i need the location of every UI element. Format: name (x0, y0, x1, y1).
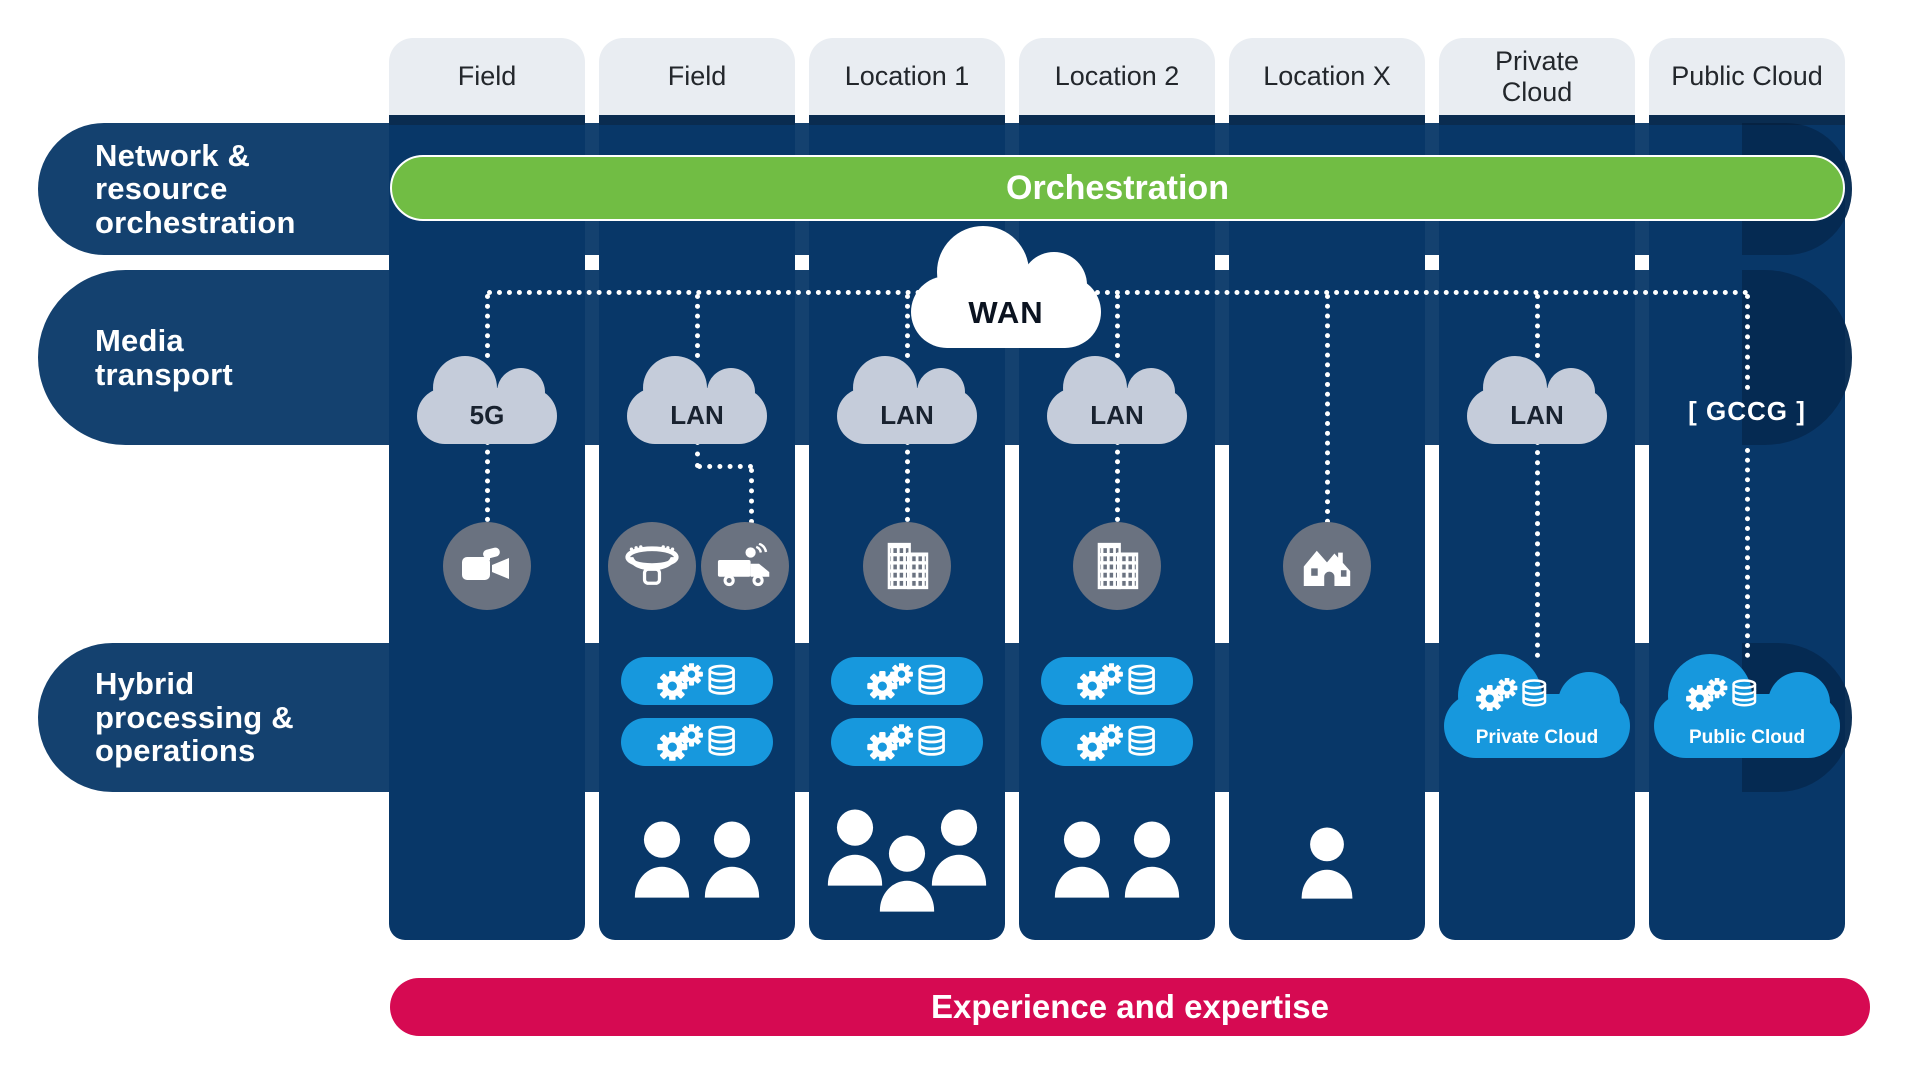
orchestration-label: Orchestration (1006, 168, 1229, 207)
video-camera-icon (443, 522, 531, 610)
transport-cloud-lan-private: LAN (1467, 356, 1607, 444)
gears-database-icon (1684, 678, 1760, 711)
private-cloud: Private Cloud (1444, 654, 1630, 758)
connector-lan-elbow-across (697, 464, 753, 469)
wan-cloud: WAN (911, 226, 1101, 348)
transport-label: 5G (469, 400, 505, 430)
experience-banner: Experience and expertise (390, 978, 1870, 1036)
satellite-truck-icon (701, 522, 789, 610)
row-label-line: resource (95, 171, 228, 207)
connector-public-upper (1745, 294, 1750, 390)
gears-database-icon (1474, 678, 1550, 711)
public-cloud: Public Cloud (1654, 654, 1840, 758)
row-label-line: Network & (95, 137, 251, 173)
transport-cloud-5g: 5G (417, 356, 557, 444)
cloud-shape (911, 276, 1101, 348)
transport-label: LAN (670, 400, 724, 430)
column-header-location-1: Location 1 (809, 38, 1005, 115)
row-label-line: Media (95, 323, 184, 359)
buildings-icon (1073, 522, 1161, 610)
connector-5g-to-camera (485, 440, 490, 522)
column-header-field-2: Field (599, 38, 795, 115)
buildings-icon (863, 522, 951, 610)
people-icon (1051, 820, 1183, 898)
stadium-icon (608, 522, 696, 610)
row-label-line: orchestration (95, 204, 296, 240)
row-label-line: operations (95, 733, 256, 769)
connector-lan-to-building-2 (1115, 440, 1120, 522)
gccg-label: [ GCCG ] (1688, 396, 1806, 426)
connector-location2-to-lan (1115, 294, 1120, 358)
row-label-line: transport (95, 356, 233, 392)
gears-database-icon (831, 718, 983, 766)
connector-location1-to-lan (905, 294, 910, 358)
column-header-location-2: Location 2 (1019, 38, 1215, 115)
gears-database-icon (621, 657, 773, 705)
transport-label: LAN (880, 400, 934, 430)
transport-cloud-lan-location2: LAN (1047, 356, 1187, 444)
experience-banner-label: Experience and expertise (930, 988, 1330, 1025)
house-icon (1283, 522, 1371, 610)
people-icon (1298, 826, 1356, 904)
connector-lan-to-private-cloud (1535, 440, 1540, 658)
row-label-network-orchestration: Network & resource orchestration (95, 137, 296, 240)
transport-cloud-lan-location1: LAN (837, 356, 977, 444)
gears-database-icon (831, 657, 983, 705)
connector-private-to-lan (1535, 294, 1540, 358)
orchestration-bar: Orchestration (390, 155, 1845, 221)
connector-field1-to-5g (485, 294, 490, 358)
column-header-public-cloud: Public Cloud (1649, 38, 1845, 115)
gears-database-icon (1041, 657, 1193, 705)
gears-database-icon (1041, 718, 1193, 766)
connector-lan-to-building-1 (905, 440, 910, 522)
connector-field2-to-lan (695, 294, 700, 358)
connector-public-lower (1745, 448, 1750, 658)
connector-locationx (1325, 294, 1330, 524)
people-icon (824, 808, 990, 912)
transport-cloud-lan-field: LAN (627, 356, 767, 444)
public-cloud-label: Public Cloud (1688, 727, 1806, 748)
row-label-line: processing & (95, 699, 294, 735)
column-header-private-cloud: Private Cloud (1439, 38, 1635, 115)
connector-elbow-to-truck (749, 468, 754, 524)
row-label-hybrid-processing: Hybrid processing & operations (95, 666, 294, 769)
transport-label: LAN (1510, 400, 1564, 430)
wan-backbone-dotted-line (487, 290, 1749, 295)
people-icon (631, 820, 763, 898)
private-cloud-label: Private Cloud (1475, 727, 1599, 748)
transport-label: LAN (1090, 400, 1144, 430)
column-header-field-1: Field (389, 38, 585, 115)
column-header-location-x: Location X (1229, 38, 1425, 115)
wan-label: WAN (968, 295, 1044, 330)
row-label-line: Hybrid (95, 666, 195, 702)
connector-lan-elbow-down (695, 440, 700, 468)
row-label-media-transport: Media transport (95, 324, 233, 391)
gears-database-icon (621, 718, 773, 766)
